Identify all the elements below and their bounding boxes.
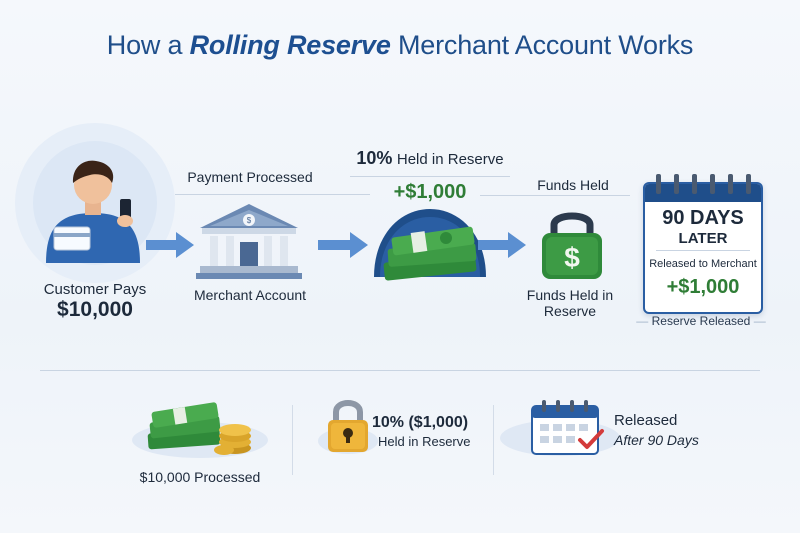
reserve-percent: 10% [356,148,393,168]
summary-held-line1: 10% ($1,000) [372,414,469,431]
reserve-released-label: — Reserve Released — [636,314,766,328]
funds-held-top-label: Funds Held [537,177,609,193]
summary-released-line1: Released [614,412,678,429]
svg-text:$: $ [564,242,580,273]
title-prefix: How a [106,30,183,60]
calendar-rings [656,174,751,194]
title-emphasis: Rolling Reserve [189,30,391,60]
page-title: How a Rolling Reserve Merchant Account W… [0,30,800,61]
funds-held-label-line1: Funds Held in [526,287,614,303]
customer-icon [46,160,140,263]
reserve-amount: +$1,000 [393,181,467,203]
checkmark-icon [578,429,604,449]
arrow-right-icon [146,232,194,258]
calendar-later: LATER [678,230,728,247]
payment-processed-label: Payment Processed [187,169,313,185]
divider-line [175,194,370,195]
divider-line [350,176,510,177]
summary-divider [292,405,293,475]
customer-amount: $10,000 [57,298,133,321]
title-suffix: Merchant Account Works [398,30,694,60]
calendar-days: 90 DAYS [662,207,744,229]
reserve-percent-label: 10% Held in Reserve [345,148,515,169]
arrow-right-icon [478,232,526,258]
merchant-account-label: Merchant Account [193,287,307,303]
cash-stack-icon [383,226,477,281]
bank-icon: $ [196,204,302,279]
arrow-right-icon [318,232,368,258]
funds-held-label-line2: Reserve [543,303,597,319]
calendar-amount: +$1,000 [666,276,740,298]
cash-stack-icon [147,402,221,450]
money-bag-lock-icon: $ [542,212,602,279]
divider-line [656,250,750,251]
reserve-percent-text: Held in Reserve [396,151,504,168]
summary-released-line2: After 90 Days [614,432,699,448]
calendar-released-to: Released to Merchant [649,258,757,270]
coins-icon [214,424,251,455]
divider-line [480,195,630,196]
calendar-card [643,182,763,314]
summary-processed-label: $10,000 Processed [139,469,261,485]
customer-pays-label: Customer Pays [43,281,147,298]
summary-held-line2: Held in Reserve [378,434,471,449]
svg-text:$: $ [247,216,252,225]
reserve-released-text: Reserve Released [651,314,751,328]
summary-divider [493,405,494,475]
padlock-icon [328,400,368,452]
section-divider [40,370,760,371]
